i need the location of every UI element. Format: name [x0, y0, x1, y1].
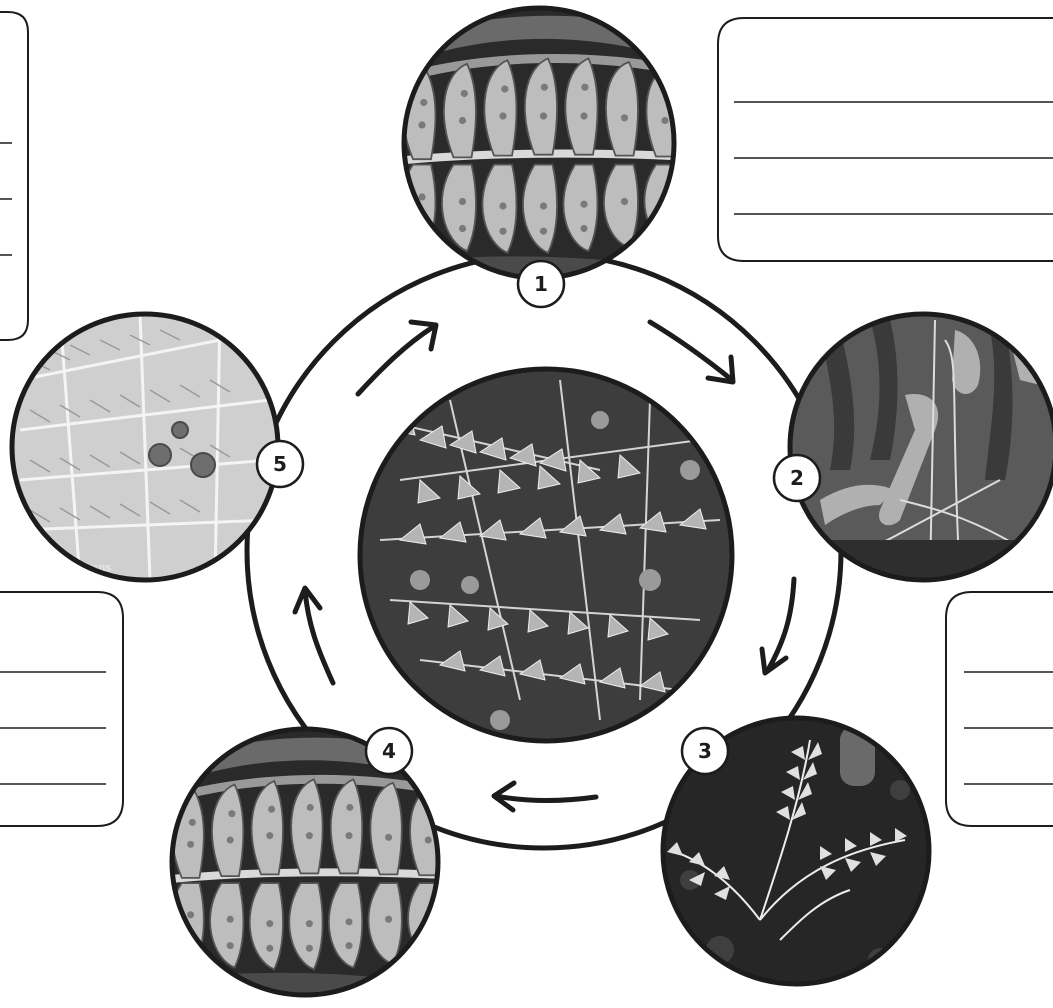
- center-photo-fern-foliage-icon: [358, 367, 734, 743]
- stage-number-badge-3: 3: [682, 728, 728, 774]
- stage-number-3: 3: [698, 739, 712, 763]
- arrow-5-to-1-icon: [358, 322, 436, 394]
- arrow-3-to-4-icon: [494, 783, 596, 810]
- stage-number-badge-4: 4: [366, 728, 412, 774]
- stage-2-photo-moss-sporophytes-icon: [788, 312, 1053, 582]
- arrow-2-to-3-icon: [762, 579, 794, 673]
- arrow-1-to-2-icon: [650, 322, 733, 382]
- stage-number-1: 1: [534, 272, 548, 296]
- stage-5-photo-conifer-branch-icon: Jesus: [12, 314, 278, 580]
- answer-box-bottom-right[interactable]: [946, 592, 1053, 826]
- stage-number-badge-5: 5: [257, 441, 303, 487]
- stage-number-badge-2: 2: [774, 455, 820, 501]
- answer-box-top-right[interactable]: [718, 18, 1053, 261]
- stage-number-4: 4: [382, 739, 396, 763]
- stage-number-5: 5: [273, 452, 287, 476]
- arrow-4-to-5-icon: [295, 588, 333, 683]
- stage-1-photo-fern-frond-sori-icon: [395, 0, 683, 287]
- answer-box-bottom-left[interactable]: [0, 592, 123, 826]
- stage-number-badge-1: 1: [518, 261, 564, 307]
- answer-box-top-left[interactable]: [0, 12, 28, 340]
- stage-number-2: 2: [790, 466, 804, 490]
